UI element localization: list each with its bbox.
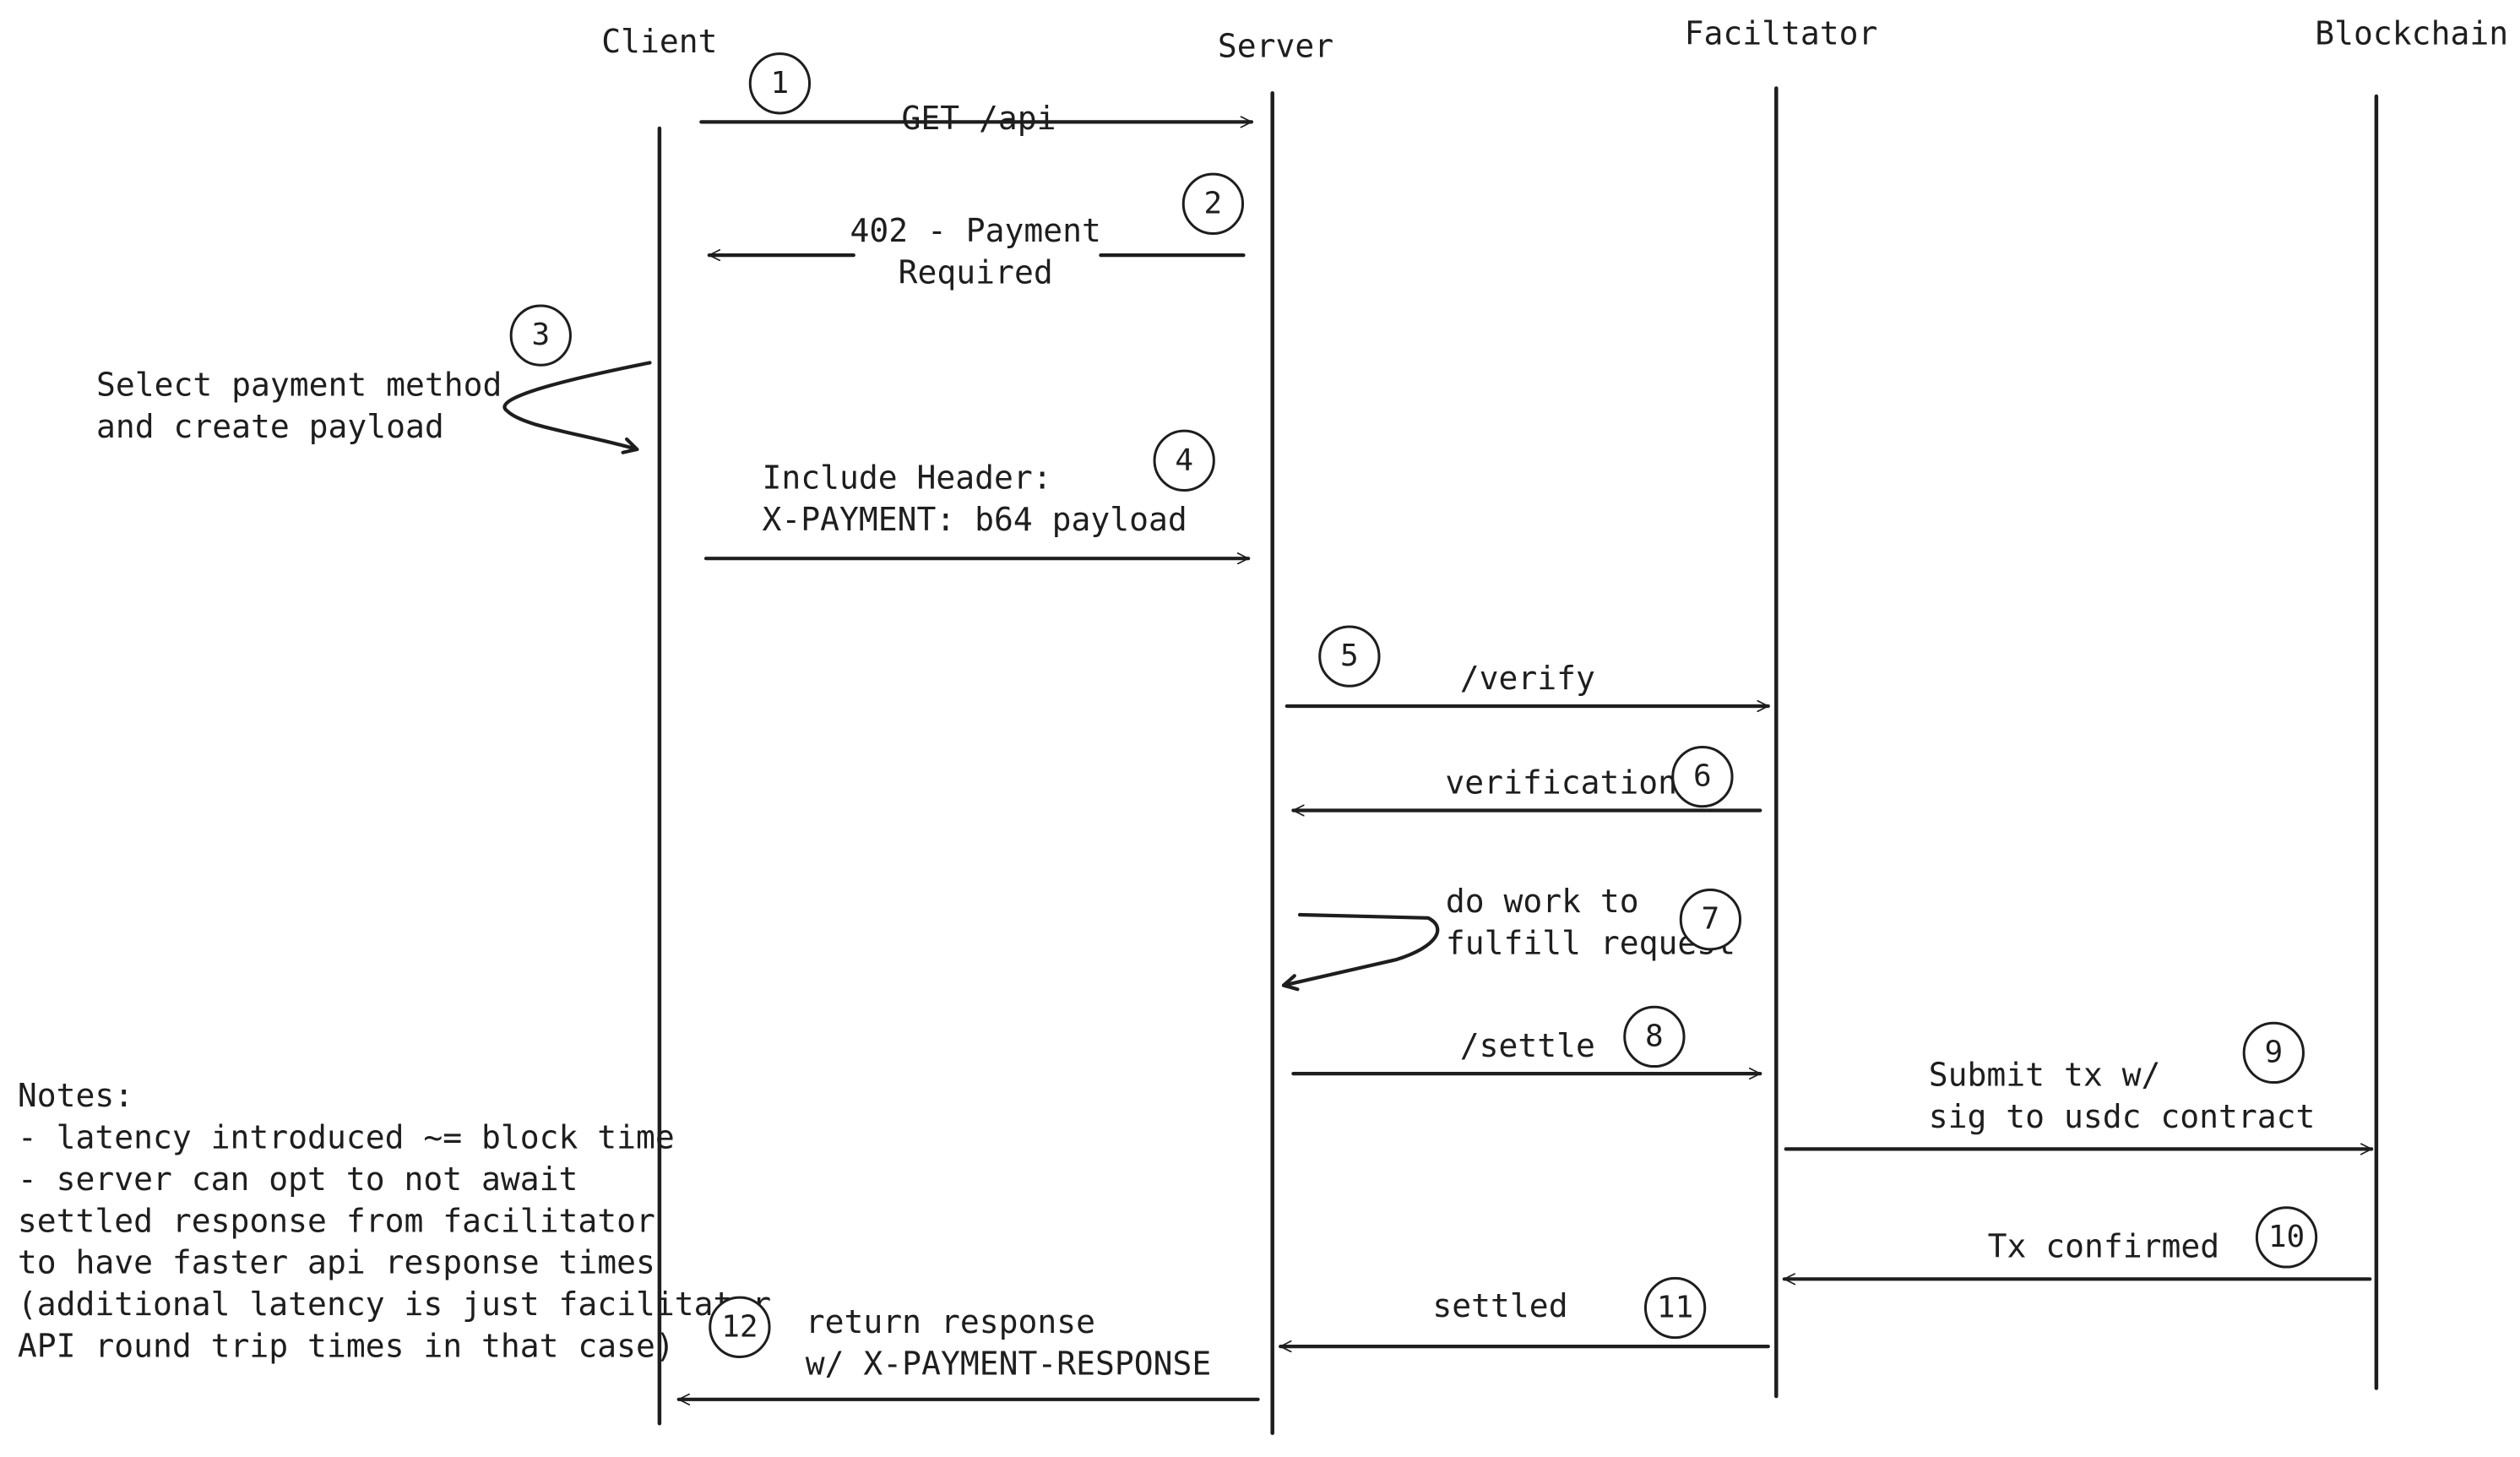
step-number-11: 11 xyxy=(1657,1291,1693,1325)
step-7-label-line-1: do work to xyxy=(1446,883,1639,920)
actor-label-client: Client xyxy=(601,23,717,60)
step-3-label-line-1: Select payment method xyxy=(96,366,502,403)
step-number-3: 3 xyxy=(531,318,550,352)
notes-line-1: - latency introduced ~= block time xyxy=(18,1119,675,1156)
step-badge-circle-7 xyxy=(1679,889,1742,951)
actor-label-facilitator: Faciltator xyxy=(1685,14,1878,52)
step-badge-4: 4 xyxy=(1153,429,1215,492)
step-9-label-line-1: Submit tx w/ xyxy=(1929,1056,2161,1093)
notes-line-6: API round trip times in that case) xyxy=(18,1328,675,1365)
step-badge-circle-2 xyxy=(1181,172,1245,235)
notes-line-5: (additional latency is just facilitator xyxy=(18,1286,771,1323)
notes-line-2: - server can opt to not await xyxy=(18,1161,578,1198)
step-badge-5: 5 xyxy=(1318,625,1381,688)
notes-title: Notes: xyxy=(18,1077,133,1114)
step-4-label-line-2: X-PAYMENT: b64 payload xyxy=(763,501,1187,538)
step-badge-7: 7 xyxy=(1679,889,1742,951)
step-badge-8: 8 xyxy=(1623,1005,1686,1068)
step-number-1: 1 xyxy=(771,66,790,101)
step-badge-11: 11 xyxy=(1643,1276,1707,1340)
step-badge-circle-1 xyxy=(748,52,812,115)
actor-label-blockchain: Blockchain xyxy=(2315,14,2508,52)
step-badge-circle-11 xyxy=(1643,1276,1707,1340)
actor-label-server: Server xyxy=(1218,28,1333,65)
step-badge-circle-3 xyxy=(509,304,572,367)
step-badge-circle-6 xyxy=(1671,745,1734,808)
step-9-label-line-2: sig to usdc contract xyxy=(1929,1098,2316,1135)
message-arrows xyxy=(502,122,2374,1399)
step-badge-circle-8 xyxy=(1623,1005,1686,1068)
step-badge-1: 1 xyxy=(748,52,812,115)
step-badge-6: 6 xyxy=(1671,745,1734,808)
step-2-label-line-1: 402 - Payment xyxy=(850,212,1100,249)
step-12-label-line-1: return response xyxy=(806,1303,1095,1340)
step-5-label-line-1: /verify xyxy=(1460,660,1595,697)
self-arrow-step-3 xyxy=(502,361,652,452)
step-1-label-line-1: GET /api xyxy=(901,100,1056,137)
notes-line-4: to have faster api response times xyxy=(18,1244,655,1281)
step-badge-2: 2 xyxy=(1181,172,1245,235)
step-6-label-line-1: verification xyxy=(1445,764,1677,802)
step-badge-circle-5 xyxy=(1318,625,1381,688)
step-3-label-line-2: and create payload xyxy=(96,408,444,445)
step-number-12: 12 xyxy=(721,1309,758,1344)
step-badge-12: 12 xyxy=(709,1296,771,1358)
self-arrow-head-step-3 xyxy=(621,437,639,454)
step-4-label-line-1: Include Header: xyxy=(763,459,1052,497)
self-arrow-step-7 xyxy=(1281,912,1440,987)
step-badge-9: 9 xyxy=(2242,1021,2305,1085)
step-badge-10: 10 xyxy=(2255,1206,2318,1269)
step-number-6: 6 xyxy=(1693,759,1712,794)
step-12-label-line-2: w/ X-PAYMENT-RESPONSE xyxy=(806,1345,1211,1382)
step-number-2: 2 xyxy=(1204,186,1223,220)
lifelines xyxy=(657,86,2379,1435)
step-8-label-line-1: /settle xyxy=(1460,1027,1595,1064)
step-number-7: 7 xyxy=(1702,902,1720,937)
step-badge-circle-9 xyxy=(2242,1021,2305,1085)
step-2-label-line-2: Required xyxy=(899,253,1053,291)
step-number-9: 9 xyxy=(2264,1035,2283,1069)
step-badge-circle-10 xyxy=(2255,1206,2318,1269)
step-badge-circle-4 xyxy=(1153,429,1215,492)
step-11-label-line-1: settled xyxy=(1432,1287,1567,1324)
self-arrow-head-step-7 xyxy=(1281,974,1300,992)
step-number-10: 10 xyxy=(2268,1220,2305,1254)
step-badge-3: 3 xyxy=(509,304,572,367)
step-badge-circle-12 xyxy=(709,1296,771,1358)
notes-block: Notes: - latency introduced ~= block time… xyxy=(18,1077,771,1364)
step-number-4: 4 xyxy=(1175,443,1193,477)
notes-line-3: settled response from facilitator xyxy=(18,1202,655,1239)
step-number-8: 8 xyxy=(1645,1019,1664,1053)
step-number-5: 5 xyxy=(1340,639,1359,673)
step-10-label-line-1: Tx confirmed xyxy=(1988,1228,2220,1265)
